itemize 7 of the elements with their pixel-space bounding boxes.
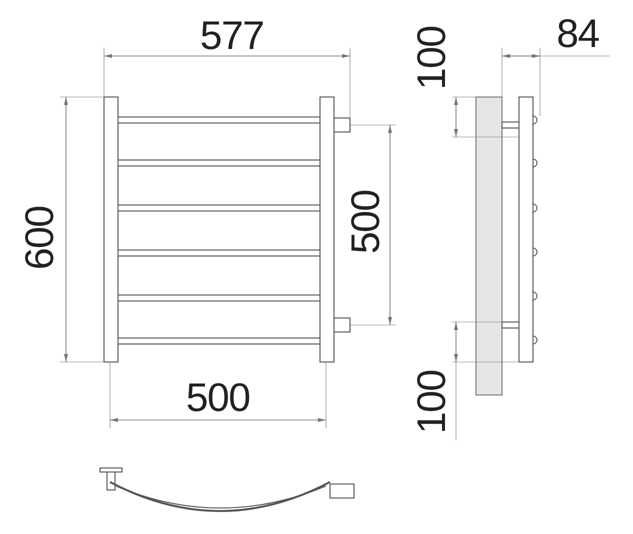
dimension-label: 84 bbox=[556, 14, 599, 54]
dimension-label: 100 bbox=[412, 370, 452, 434]
dimension-label: 500 bbox=[186, 378, 250, 418]
dimension-label: 500 bbox=[346, 190, 386, 254]
dimension-label: 600 bbox=[20, 206, 60, 270]
dimension-label: 100 bbox=[412, 26, 452, 90]
dimension-label: 577 bbox=[200, 16, 264, 56]
